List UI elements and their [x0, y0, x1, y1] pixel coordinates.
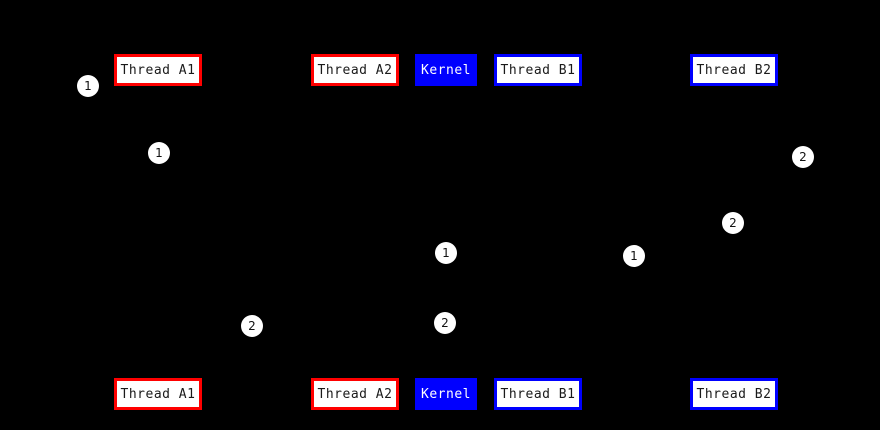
lifeline-thread-b1-stub-bottom	[537, 372, 539, 378]
participant-top-kernel[interactable]: Kernel	[415, 54, 477, 86]
lifeline-thread-b2-stub-bottom	[733, 372, 735, 378]
participant-label: Thread A1	[120, 386, 196, 402]
message-arrow	[538, 167, 734, 168]
participant-top-thread-a1[interactable]: Thread A1	[114, 54, 202, 86]
participant-bottom-kernel[interactable]: Kernel	[415, 378, 477, 410]
message-arrow	[158, 336, 355, 337]
participant-top-thread-b2[interactable]: Thread B2	[690, 54, 778, 86]
participant-bottom-thread-b1[interactable]: Thread B1	[494, 378, 582, 410]
lifeline-thread-a1	[158, 88, 159, 378]
participant-label: Thread B1	[500, 386, 576, 402]
participant-top-thread-a2[interactable]: Thread A2	[311, 54, 399, 86]
lifeline-thread-b2-stub-top	[733, 86, 735, 92]
sequence-badge: 1	[148, 142, 170, 164]
lifeline-thread-a2-stub-bottom	[354, 372, 356, 378]
sequence-badge: 2	[434, 312, 456, 334]
participant-label: Kernel	[421, 386, 471, 402]
sequence-badge: 2	[241, 315, 263, 337]
participant-label: Thread B1	[500, 62, 576, 78]
lifeline-thread-a2-stub-top	[354, 86, 356, 92]
lifeline-kernel-stub-top	[445, 86, 447, 92]
message-arrow	[446, 263, 538, 264]
participant-top-thread-b1[interactable]: Thread B1	[494, 54, 582, 86]
lifeline-kernel-stub-bottom	[445, 372, 447, 378]
participant-bottom-thread-a1[interactable]: Thread A1	[114, 378, 202, 410]
message-arrow	[355, 266, 446, 267]
participant-label: Thread A2	[317, 62, 393, 78]
sequence-badge: 2	[792, 146, 814, 168]
lifeline-thread-a1-stub-bottom	[157, 372, 159, 378]
lifeline-thread-a1-stub-top	[157, 86, 159, 92]
sequence-badge: 1	[623, 245, 645, 267]
lifeline-kernel	[446, 88, 447, 378]
sequence-badge: 1	[435, 242, 457, 264]
sequence-badge: 1	[77, 75, 99, 97]
participant-label: Kernel	[421, 62, 471, 78]
lifeline-thread-b1-stub-top	[537, 86, 539, 92]
participant-label: Thread A1	[120, 62, 196, 78]
participant-label: Thread B2	[696, 62, 772, 78]
sequence-badge: 2	[722, 212, 744, 234]
participant-label: Thread B2	[696, 386, 772, 402]
message-arrow	[538, 233, 734, 234]
message-arrow	[355, 333, 446, 334]
lifeline-thread-a2	[355, 88, 356, 378]
participant-bottom-thread-b2[interactable]: Thread B2	[690, 378, 778, 410]
participant-bottom-thread-a2[interactable]: Thread A2	[311, 378, 399, 410]
message-arrow	[158, 96, 734, 97]
participant-label: Thread A2	[317, 386, 393, 402]
message-arrow	[158, 163, 355, 164]
